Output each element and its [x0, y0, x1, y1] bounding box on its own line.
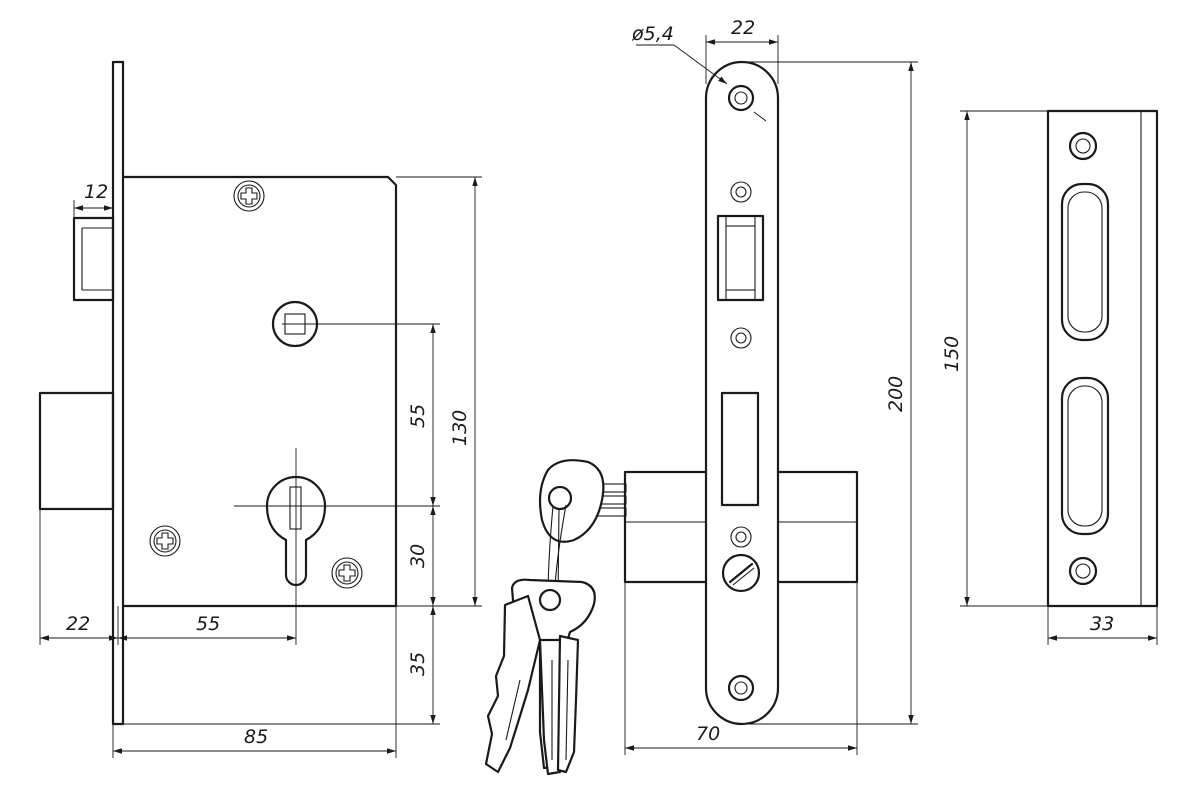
cylinder-hole	[265, 475, 327, 587]
key-bunch-icon	[484, 578, 596, 776]
cylinder-cam	[289, 486, 302, 530]
strike-hole-bottom	[1068, 556, 1098, 586]
slotted-screw-icon	[721, 553, 761, 593]
screw-icon	[233, 180, 265, 212]
latch-opening	[716, 214, 765, 302]
bolt-opening	[720, 391, 760, 507]
faceplate-hole	[730, 181, 752, 203]
dim-hole-diameter: ø5,4	[631, 23, 674, 45]
key-icon	[538, 459, 627, 543]
strike-plate-view: 150 33	[941, 109, 1159, 645]
lock-front-view: ø5,4 22 200 70	[484, 17, 918, 776]
latch	[72, 216, 115, 302]
faceplate-hole	[730, 526, 752, 548]
dim-spindle-to-cylinder: 55	[407, 404, 429, 428]
faceplate-hole-top	[727, 84, 755, 112]
dim-strike-height: 150	[941, 336, 963, 372]
dim-body-width: 85	[244, 726, 268, 748]
dim-faceplate-height: 200	[885, 376, 907, 412]
faceplate-hole-bottom	[727, 674, 755, 702]
dim-strike-width: 33	[1090, 613, 1114, 635]
dim-bolt-projection: 22	[66, 613, 90, 635]
dim-faceplate-width: 22	[731, 17, 755, 39]
dim-bottom-offset: 35	[407, 652, 429, 676]
dim-cylinder-length: 70	[696, 723, 720, 745]
strike-hole-top	[1068, 131, 1098, 161]
dim-latch-width: 12	[84, 181, 108, 203]
dim-cylinder-to-bottom: 30	[407, 544, 429, 568]
lock-side-view: 12 130 55 30 35 22 55 85	[38, 60, 482, 758]
dead-bolt	[38, 391, 115, 511]
lock-case	[121, 175, 398, 608]
dim-backset: 55	[196, 613, 220, 635]
screw-icon	[331, 557, 363, 589]
strike-opening-upper	[1060, 182, 1110, 342]
faceplate-hole	[730, 327, 752, 349]
strike-opening-lower	[1060, 376, 1110, 536]
screw-icon	[149, 525, 181, 557]
strike-plate	[1046, 109, 1159, 608]
dim-body-height: 130	[449, 410, 471, 446]
